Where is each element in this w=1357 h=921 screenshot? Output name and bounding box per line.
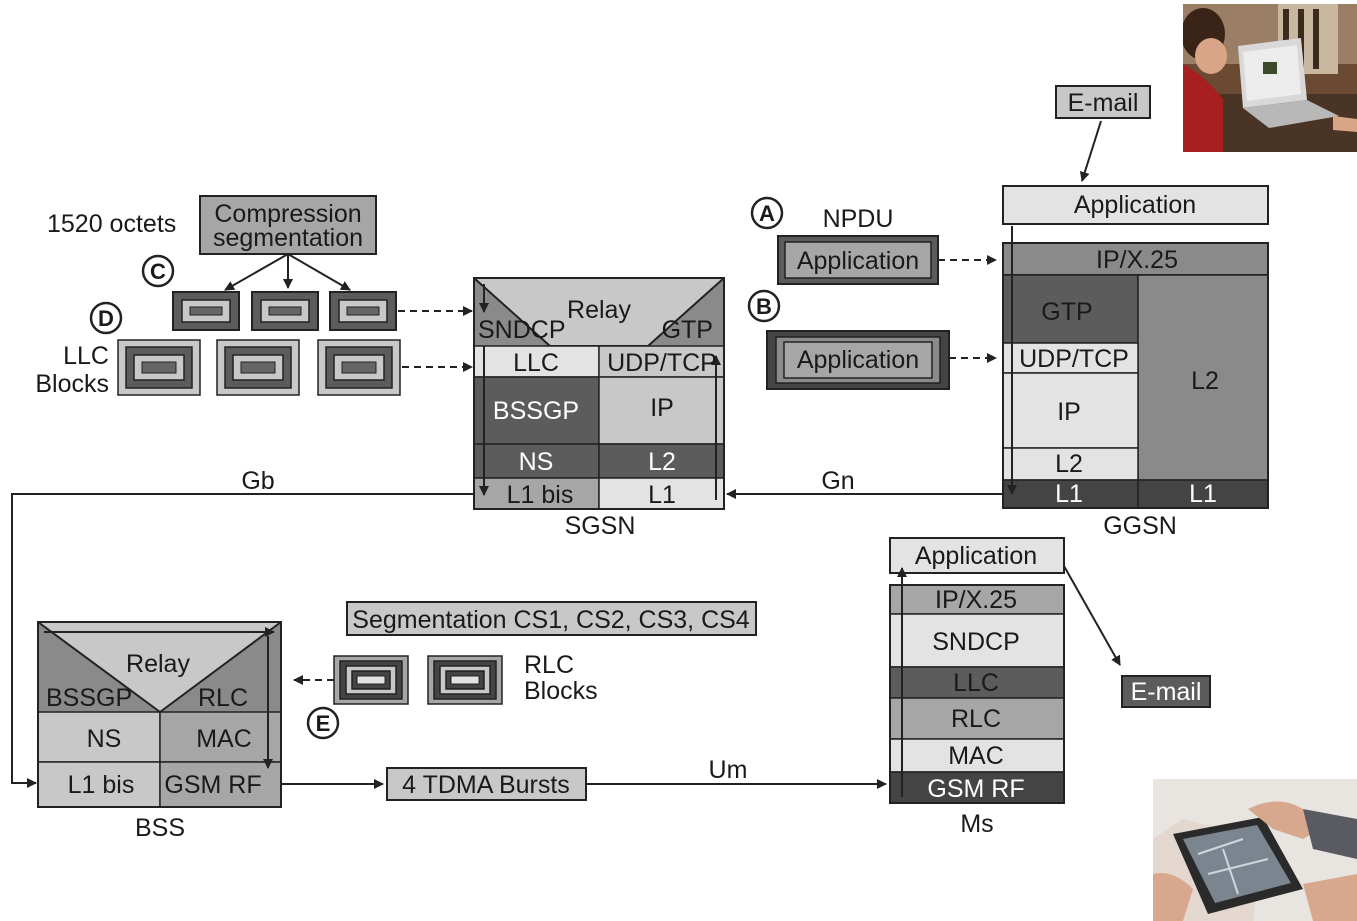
compression-label-line2: segmentation [213, 224, 363, 252]
rlc-blocks-label-line2: Blocks [524, 677, 598, 705]
ggsn-ip-x25: IP/X.25 [1096, 246, 1178, 274]
sgsn-udp-tcp: UDP/TCP [607, 349, 717, 377]
bss-rlc: RLC [198, 684, 248, 712]
sgsn-ip: IP [650, 394, 674, 422]
compression-arrow-left [225, 254, 288, 290]
bss-gsm-rf: GSM RF [164, 771, 261, 799]
bss-bssgp: BSSGP [46, 684, 132, 712]
bss-l1bis: L1 bis [68, 771, 135, 799]
ggsn-l1-left: L1 [1055, 480, 1083, 508]
marker-e-letter: E [316, 711, 331, 736]
segment-block-2 [252, 292, 318, 330]
sgsn-relay: Relay [567, 296, 631, 324]
ms-gsm-rf: GSM RF [927, 775, 1024, 803]
email-bottom-label: E-mail [1131, 678, 1202, 706]
tdma-bursts-label: 4 TDMA Bursts [402, 771, 570, 799]
npdu-label: NPDU [823, 205, 894, 233]
application-a-label: Application [797, 247, 919, 275]
ms-sndcp: SNDCP [932, 628, 1020, 656]
llc-block-2 [217, 340, 299, 395]
llc-block-3 [318, 340, 400, 395]
ms-mac: MAC [948, 742, 1004, 770]
bss-relay: Relay [126, 650, 190, 678]
rlc-blocks-label-line1: RLC [524, 651, 574, 679]
sgsn-title: SGSN [565, 512, 636, 540]
bss-ns: NS [87, 725, 122, 753]
compression-arrow-right [288, 254, 350, 290]
ms-application: Application [915, 542, 1037, 570]
rlc-block-1 [334, 656, 408, 704]
sgsn-bssgp: BSSGP [493, 397, 579, 425]
ggsn-l1-right: L1 [1189, 480, 1217, 508]
sgsn-llc: LLC [513, 349, 559, 377]
laptop-user-photo [1183, 4, 1357, 152]
gn-label: Gn [821, 467, 854, 495]
sgsn-ns: NS [519, 448, 554, 476]
llc-blocks-label-line2: Blocks [35, 370, 109, 398]
sgsn-l2: L2 [648, 448, 676, 476]
ms-rlc: RLC [951, 705, 1001, 733]
llc-blocks-label-line1: LLC [63, 342, 109, 370]
marker-b-letter: B [756, 294, 772, 319]
sgsn-sndcp: SNDCP [478, 316, 566, 344]
marker-d-letter: D [98, 306, 114, 331]
sgsn-gtp: GTP [662, 316, 713, 344]
ms-llc: LLC [953, 669, 999, 697]
sgsn-l1: L1 [648, 481, 676, 509]
marker-c-letter: C [150, 259, 166, 284]
segment-block-3 [330, 292, 396, 330]
ggsn-ip: IP [1057, 398, 1081, 426]
octets-label: 1520 octets [47, 210, 176, 238]
sgsn-l1bis: L1 bis [507, 481, 574, 509]
email-top-label: E-mail [1068, 89, 1139, 117]
ggsn-gtp: GTP [1041, 298, 1092, 326]
email-to-ggsn-arrow [1082, 121, 1101, 181]
bss-mac: MAC [196, 725, 252, 753]
application-b-label: Application [797, 346, 919, 374]
ggsn-application: Application [1074, 191, 1196, 219]
ms-to-email-arrow [1064, 566, 1120, 665]
segment-block-1 [173, 292, 239, 330]
ggsn-l2: L2 [1055, 450, 1083, 478]
rlc-block-2 [428, 656, 502, 704]
gb-label: Gb [241, 467, 274, 495]
um-label: Um [709, 756, 748, 784]
ms-ip-x25: IP/X.25 [935, 586, 1017, 614]
bss-title: BSS [135, 814, 185, 842]
ggsn-l2-right: L2 [1191, 367, 1219, 395]
ggsn-title: GGSN [1103, 512, 1177, 540]
marker-a-letter: A [759, 201, 775, 226]
llc-block-1 [118, 340, 200, 395]
tablet-user-photo [1153, 779, 1357, 921]
ggsn-udp-tcp: UDP/TCP [1019, 345, 1129, 373]
segmentation-cs-label: Segmentation CS1, CS2, CS3, CS4 [352, 606, 750, 634]
ms-title: Ms [960, 810, 993, 838]
